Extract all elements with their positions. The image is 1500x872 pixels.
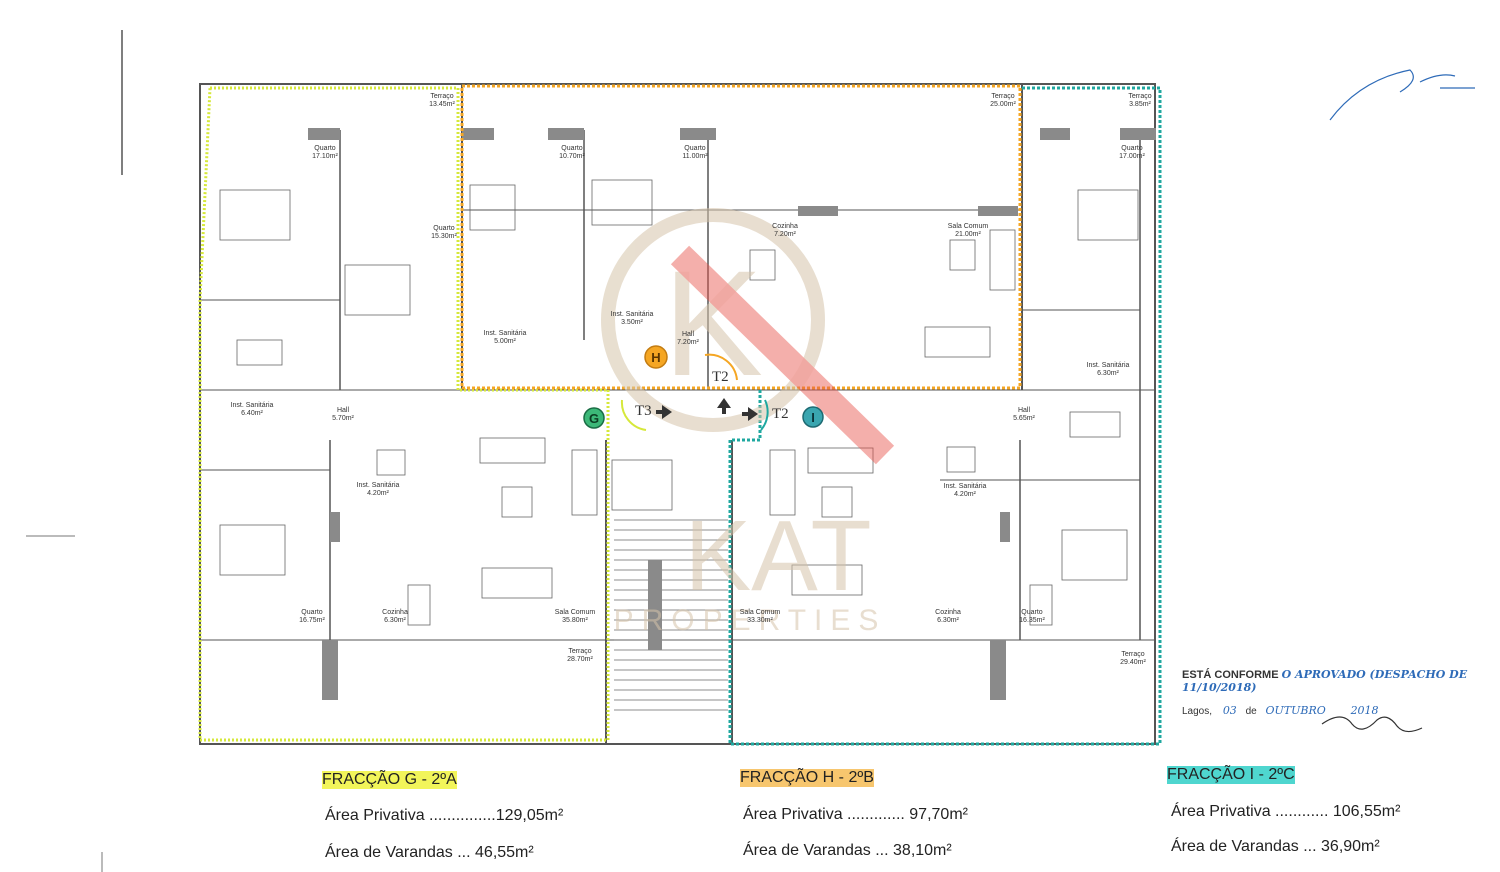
type-tag-g: T3 <box>635 403 652 419</box>
room-name: Quarto <box>684 145 706 152</box>
fraction-i-marker: I <box>802 406 824 428</box>
room-area: 17.00m² <box>1119 153 1145 160</box>
room-area: 6.30m² <box>937 617 959 624</box>
legend-i-title: FRACÇÃO I - 2ºC <box>1167 766 1295 784</box>
room-name: Sala Comum <box>948 223 989 230</box>
room-name: Hall <box>682 331 695 338</box>
legend-g-area-varandas: Área de Varandas ... 46,55m² <box>325 844 534 861</box>
room-area: 11.00m² <box>682 153 708 160</box>
fraction-i-outline <box>728 86 1162 746</box>
room-name: Inst. Sanitária <box>484 330 527 337</box>
room-area: 6.30m² <box>1097 370 1119 377</box>
room-name: Inst. Sanitária <box>357 482 400 489</box>
room-area: 3.85m² <box>1129 101 1151 108</box>
room-name: Quarto <box>1121 145 1143 152</box>
room-area: 4.20m² <box>954 491 976 498</box>
room-name: Terraço <box>1128 93 1151 100</box>
room-name: Quarto <box>433 225 455 232</box>
legend-g-area-privativa: Área Privativa ...............129,05m² <box>325 807 564 824</box>
legend-h-area-privativa: Área Privativa ............. 97,70m² <box>743 806 968 823</box>
fraction-h-outline <box>460 84 1022 390</box>
room-area: 10.70m² <box>559 153 585 160</box>
legend-i-area-varandas: Área de Varandas ... 36,90m² <box>1171 838 1380 855</box>
wall-hatch <box>308 128 1156 700</box>
room-area: 6.40m² <box>241 410 263 417</box>
stamp-handwritten-line: O APROVADO (DESPACHO DE 11/10/2018) <box>1182 668 1468 694</box>
stamp-signature <box>1321 716 1423 733</box>
room-name: Inst. Sanitária <box>1087 362 1130 369</box>
arrow-up-icon <box>717 398 731 414</box>
entrance-markers: T3 T2 T2 <box>620 353 789 431</box>
room-name: Hall <box>1018 407 1031 414</box>
room-name: Inst. Sanitária <box>611 311 654 318</box>
arrow-right-icon <box>742 407 758 421</box>
svg-text:H: H <box>651 350 660 365</box>
stamp-year: 2018 <box>1350 704 1379 717</box>
room-name: Terraço <box>1121 651 1144 658</box>
furniture <box>219 179 1139 626</box>
arrow-left-icon <box>656 405 672 419</box>
room-area: 7.20m² <box>677 339 699 346</box>
room-name: Cozinha <box>382 609 408 616</box>
room-name: Sala Comum <box>740 609 781 616</box>
stamp-place: Lagos, <box>1182 706 1213 717</box>
room-area: 5.65m² <box>1013 415 1035 422</box>
stamp-printed-line: ESTÁ CONFORME <box>1182 669 1279 681</box>
watermark-brand: KAT <box>684 500 871 612</box>
room-area: 3.50m² <box>621 319 643 326</box>
room-area: 16.75m² <box>299 617 325 624</box>
room-name: Sala Comum <box>555 609 596 616</box>
watermark-logo-letter: K <box>663 239 763 407</box>
stamp-de: de <box>1245 706 1257 717</box>
type-tag-i: T2 <box>772 406 789 422</box>
room-area: 4.20m² <box>367 490 389 497</box>
room-name: Quarto <box>314 145 336 152</box>
stamp-day: 03 <box>1222 704 1237 717</box>
room-area: 16.35m² <box>1019 617 1045 624</box>
room-area: 5.70m² <box>332 415 354 422</box>
svg-text:I: I <box>811 410 815 425</box>
room-name: Quarto <box>301 609 323 616</box>
room-area: 29.40m² <box>1120 659 1146 666</box>
room-area: 13.45m² <box>429 101 455 108</box>
room-name: Hall <box>337 407 350 414</box>
room-name: Quarto <box>1021 609 1043 616</box>
room-area: 6.30m² <box>384 617 406 624</box>
stamp-month: OUTUBRO <box>1265 704 1326 717</box>
room-area: 21.00m² <box>955 231 981 238</box>
room-area: 7.20m² <box>774 231 796 238</box>
room-name: Terraço <box>430 93 453 100</box>
room-area: 33.30m² <box>747 617 773 624</box>
fraction-h-marker: H <box>644 345 668 369</box>
room-name: Terraço <box>991 93 1014 100</box>
room-area: 15.30m² <box>431 233 457 240</box>
room-name: Cozinha <box>772 223 798 230</box>
room-area: 35.80m² <box>562 617 588 624</box>
room-area: 28.70m² <box>567 656 593 663</box>
svg-text:G: G <box>589 411 599 426</box>
room-name: Terraço <box>568 648 591 655</box>
type-tag-h: T2 <box>712 369 729 385</box>
room-name: Cozinha <box>935 609 961 616</box>
watermark-logo: K KAT PROPERTIES <box>601 208 895 637</box>
legend-h-title: FRACÇÃO H - 2ºB <box>740 769 874 787</box>
room-name: Inst. Sanitária <box>944 483 987 490</box>
room-area: 25.00m² <box>990 101 1016 108</box>
stairwell <box>611 459 728 711</box>
room-labels: Terraço 13.45m² Quarto 17.10m² Quarto 15… <box>231 93 1152 666</box>
legend-i-area-privativa: Área Privativa ............ 106,55m² <box>1171 803 1401 820</box>
fraction-g-marker: G <box>583 407 605 429</box>
legend-h-area-varandas: Área de Varandas ... 38,10m² <box>743 842 952 859</box>
room-area: 17.10m² <box>312 153 338 160</box>
room-area: 5.00m² <box>494 338 516 345</box>
approval-stamp: ESTÁ CONFORME O APROVADO (DESPACHO DE 11… <box>1182 668 1482 733</box>
room-name: Inst. Sanitária <box>231 402 274 409</box>
fraction-g-outline <box>198 86 610 742</box>
room-name: Quarto <box>561 145 583 152</box>
watermark-subtitle: PROPERTIES <box>614 604 887 637</box>
legend-g-title: FRACÇÃO G - 2ºA <box>322 771 457 789</box>
